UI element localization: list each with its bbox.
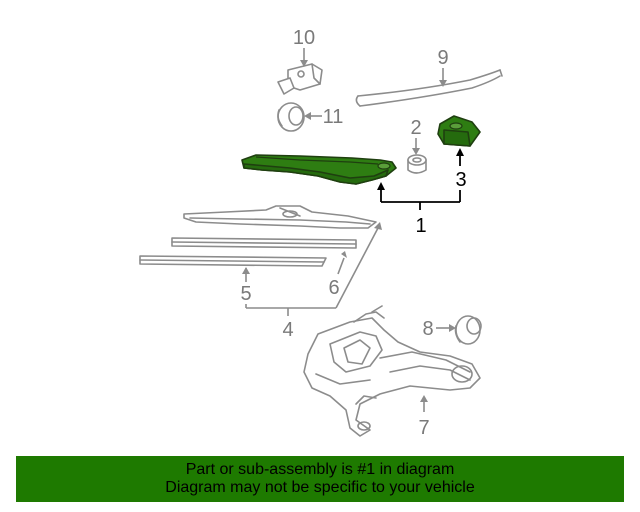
part-7-wiper-motor: [303, 305, 481, 437]
callout-2: 2: [410, 117, 421, 139]
callout-1-bracket: [377, 182, 461, 210]
footer-line-2: Diagram may not be specific to your vehi…: [165, 479, 475, 496]
callout-11: 11: [323, 106, 344, 128]
callout-4-bracket: [245, 222, 382, 316]
callout-4: 4: [282, 319, 293, 341]
part-6-blade-insert: [171, 237, 357, 249]
footer-line-1: Part or sub-assembly is #1 in diagram: [185, 461, 455, 478]
callout-3: 3: [455, 169, 466, 191]
part-4-wiper-blade: [183, 205, 377, 229]
part-3-arm-cover: [437, 115, 481, 147]
part-2-nut: [407, 154, 427, 174]
leader-6: [337, 257, 345, 275]
part-11-grommet: [277, 102, 305, 132]
callout-5: 5: [240, 283, 251, 305]
part-10-washer-nozzle: [277, 63, 323, 95]
callout-7: 7: [418, 417, 429, 439]
callout-9: 9: [437, 47, 448, 69]
part-9-washer-hose: [355, 69, 503, 107]
exploded-parts-diagram: 10 11 9 2: [139, 27, 503, 439]
callout-6: 6: [328, 277, 339, 299]
callout-10: 10: [293, 27, 315, 49]
callout-8: 8: [422, 318, 433, 340]
part-8-grommet: [454, 315, 482, 345]
part-5-blade-refill: [139, 255, 327, 267]
part-1-wiper-arm: [241, 154, 397, 185]
footer-banner: Part or sub-assembly is #1 in diagram Di…: [16, 456, 624, 502]
callout-1: 1: [415, 215, 426, 237]
